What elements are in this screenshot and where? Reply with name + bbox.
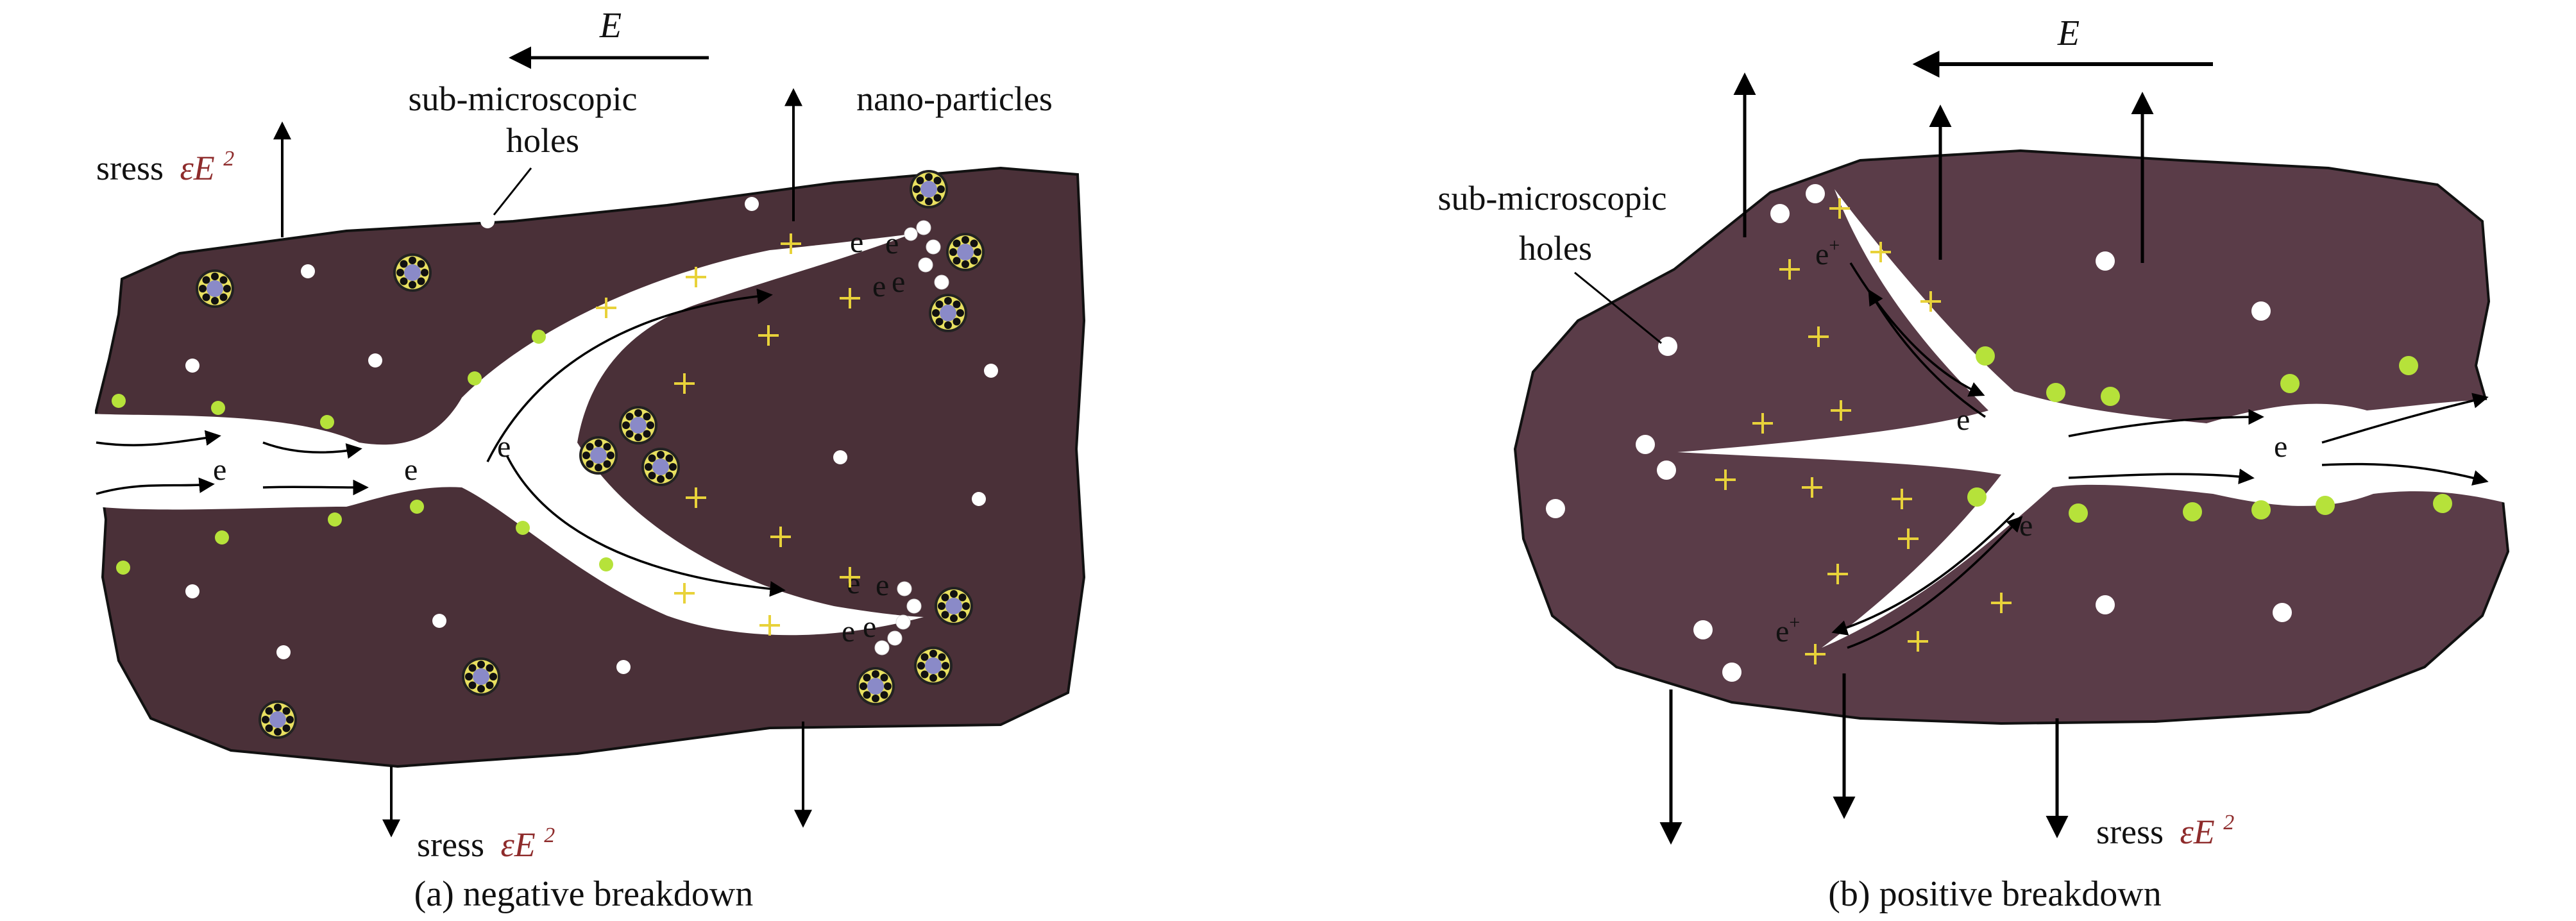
panel-b: e+ e e e e+ [1438,13,2510,914]
stress-label-a-bottom: sress εE 2 [417,824,555,864]
stress-word-a-bottom: sress [417,825,484,864]
stress-label-b: sress εE 2 [2096,811,2234,851]
electron-b1: e [1956,403,1970,437]
electron-a3: e [497,430,511,464]
green-particles-a [112,330,613,575]
green-particles-b [1967,346,2452,523]
stress-math-a-bottom: εE [501,825,536,864]
stress-math-a-top: εE [180,149,215,187]
stress-word-a-top: sress [96,149,164,187]
electron-a6: e [872,269,886,303]
electron-a11: e [863,610,876,644]
sub-microscopic-holes-b [1546,184,2292,682]
electron-a2: e [404,453,418,487]
panel-a: e e e e e e e e e e e [90,6,1086,914]
field-label-b: E [2057,13,2080,53]
electron-a10: e [842,614,855,648]
electron-a7: e [892,265,905,299]
stress-math-b: εE [2180,813,2215,851]
holes-label-b-line2: holes [1519,229,1592,267]
sub-microscopic-holes-a [185,197,998,674]
nano-label-a: nano-particles [856,80,1053,118]
field-label-a: E [599,6,622,46]
holes-label-a-line2: holes [506,121,579,160]
electron-b3: e [2019,509,2033,543]
positron-b2: e+ [1775,612,1800,648]
electron-a5: e [885,226,899,260]
caption-a: (a) negative breakdown [414,874,754,914]
positron-b1: e+ [1815,235,1840,271]
breakdown-channel-b [1677,189,2508,648]
breakdown-channel-a [90,234,924,636]
stress-exp-a-top: 2 [223,147,234,171]
holes-label-a-line1: sub-microscopic [409,80,638,118]
holes-label-b-line1: sub-microscopic [1438,179,1667,217]
stress-label-a-top: sress εE 2 [96,147,234,187]
electron-b2: e [2274,430,2287,464]
stress-exp-b: 2 [2223,811,2234,834]
stress-word-b: sress [2096,813,2164,851]
electron-a4: e [850,225,863,259]
caption-b: (b) positive breakdown [1828,874,2161,914]
stress-exp-a-bottom: 2 [544,824,555,847]
electron-a9: e [876,568,889,602]
electron-a1: e [213,453,226,487]
